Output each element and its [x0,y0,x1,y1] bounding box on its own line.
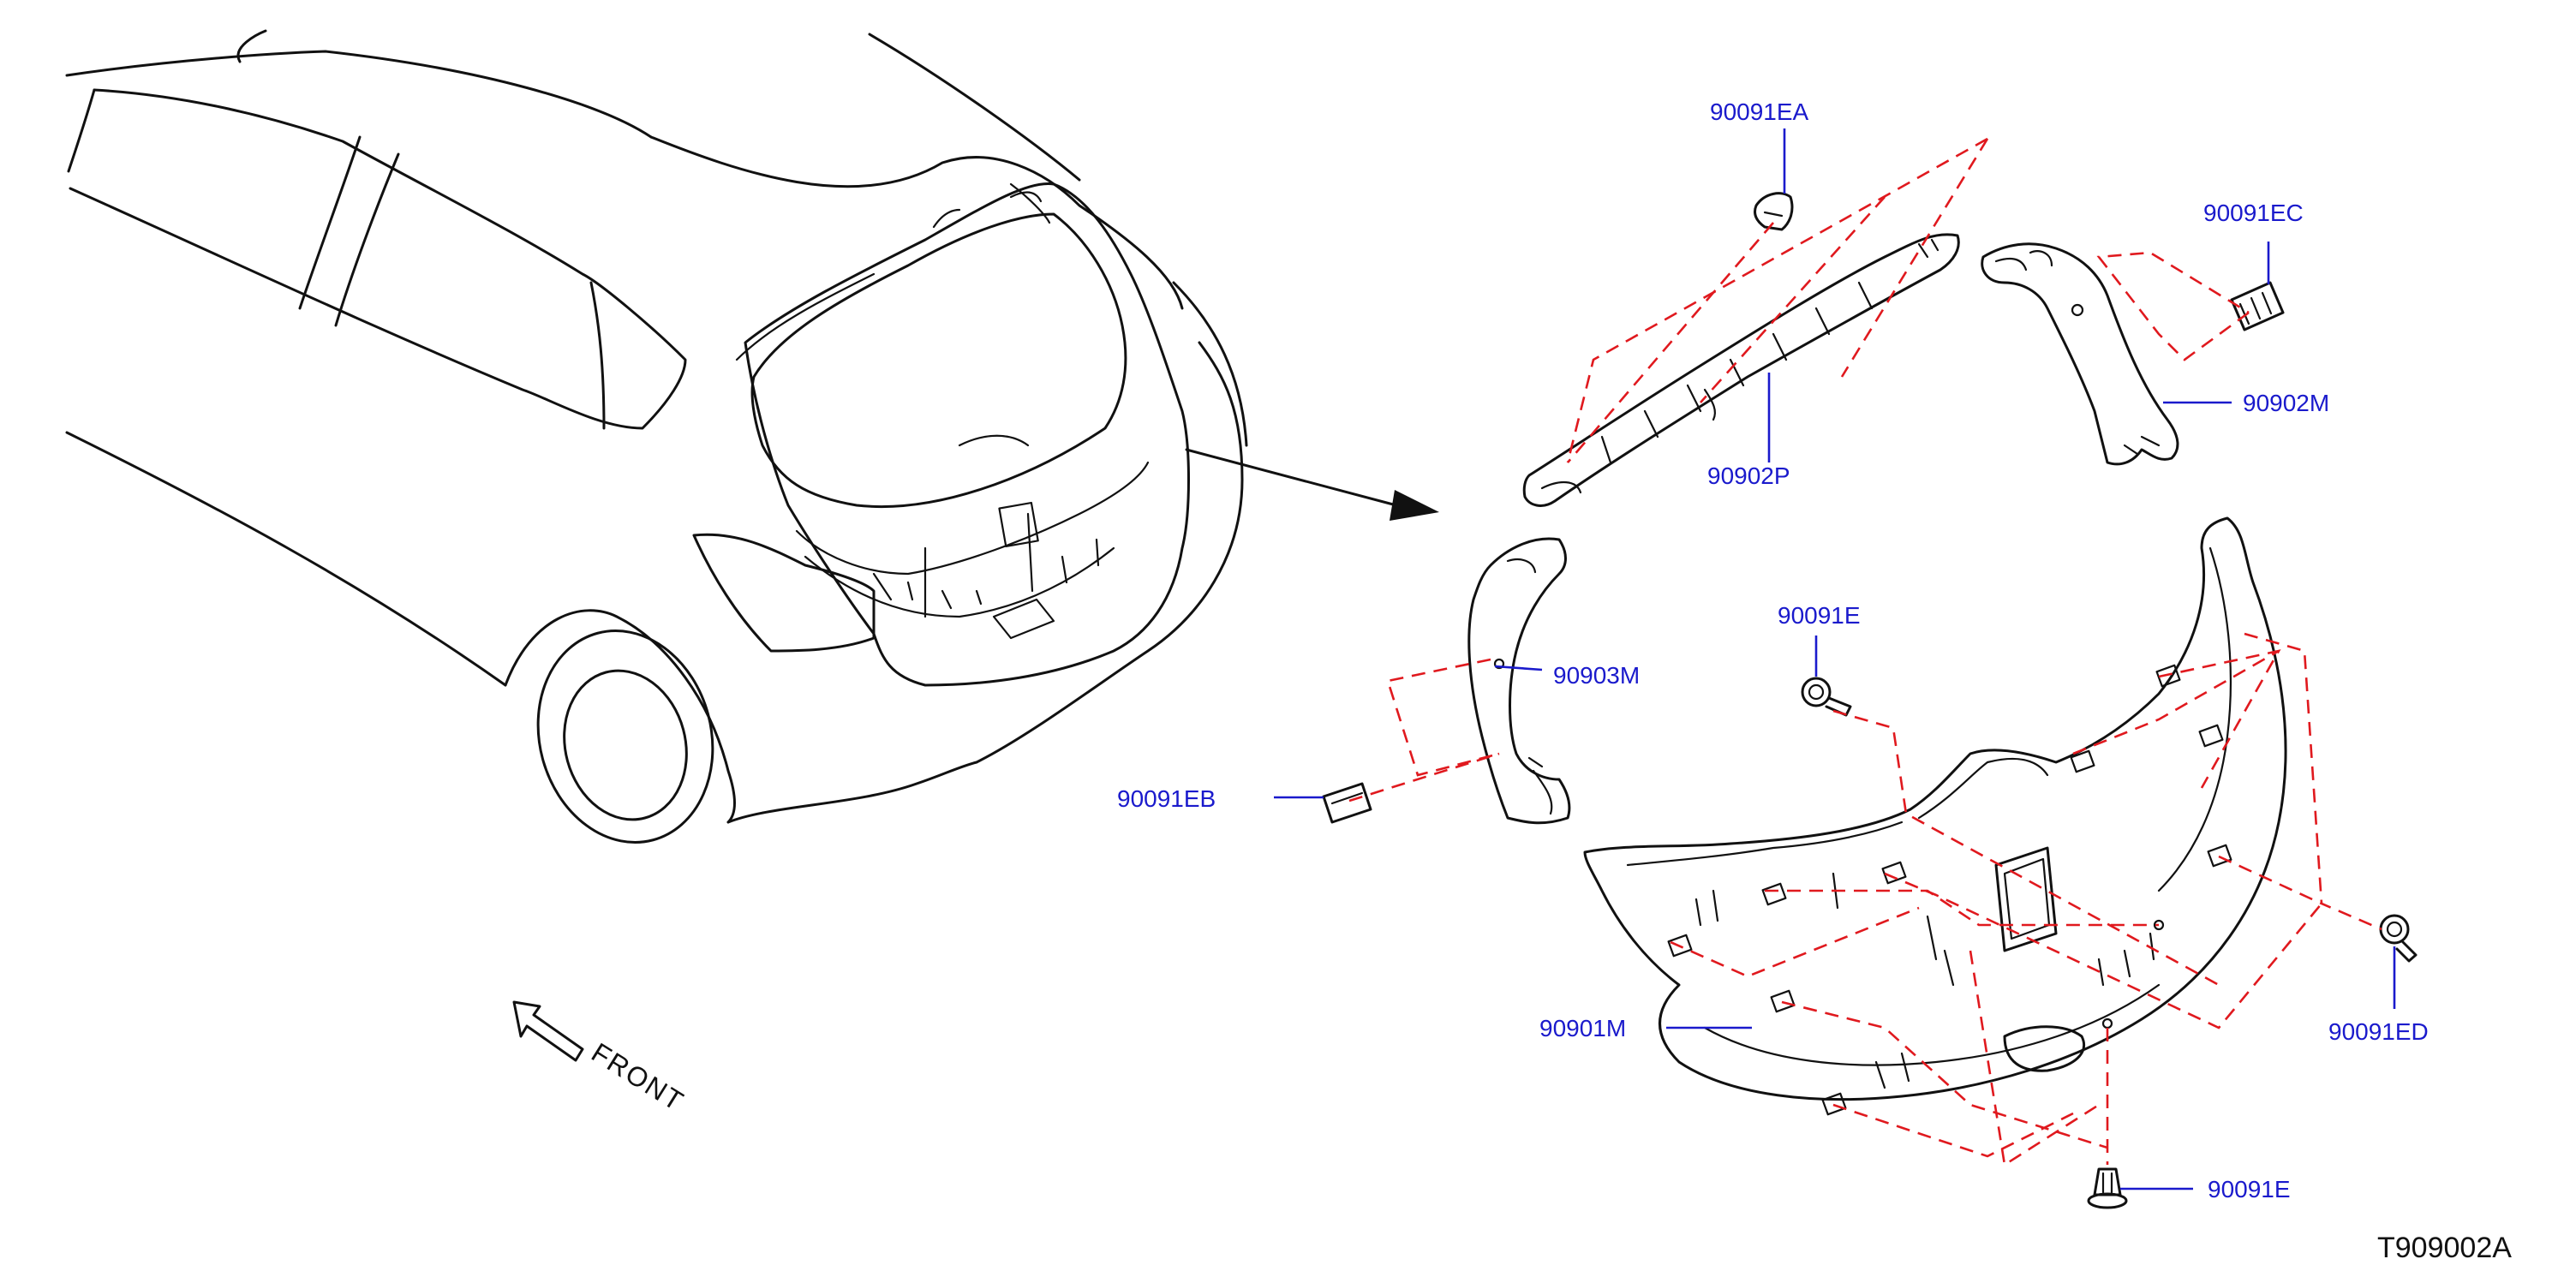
assembly-dashed-lines [1348,137,2382,1167]
label-90091ED: 90091ED [2328,1018,2429,1045]
label-90091E-bottom: 90091E [2208,1176,2291,1202]
part-90902M-trim [1981,242,2179,466]
callout-labels: 90091EA 90091EC 90902M 90902P 90903M 900… [586,98,2512,1264]
label-90902P: 90902P [1707,462,1790,489]
detail-pointer-arrow-icon [1185,448,1439,521]
callout-leader-lines [1274,128,2396,1190]
diagram-code: T909002A [2377,1232,2512,1264]
part-90902P-trim [1522,233,1960,507]
clip-90091E-top [1801,677,1852,717]
part-90901M-trim-panel [1583,516,2287,1116]
clip-90091E-bottom [2087,1167,2128,1209]
clip-90091ED [2379,914,2418,963]
clip-90091EB [1322,782,1372,824]
label-90901M: 90901M [1539,1015,1626,1041]
label-90902M: 90902M [2243,390,2329,416]
label-90903M: 90903M [1553,662,1640,689]
label-90091EC: 90091EC [2203,200,2304,226]
front-label: FRONT [586,1036,690,1117]
clip-90091EA [1753,192,1794,231]
vehicle-rear-view [65,29,1248,844]
label-90091EB: 90091EB [1117,785,1216,812]
part-90903M-trim [1467,537,1571,825]
label-90091E-top: 90091E [1778,602,1861,629]
front-direction-arrow-icon [512,1000,584,1062]
label-90091EA: 90091EA [1710,98,1809,125]
